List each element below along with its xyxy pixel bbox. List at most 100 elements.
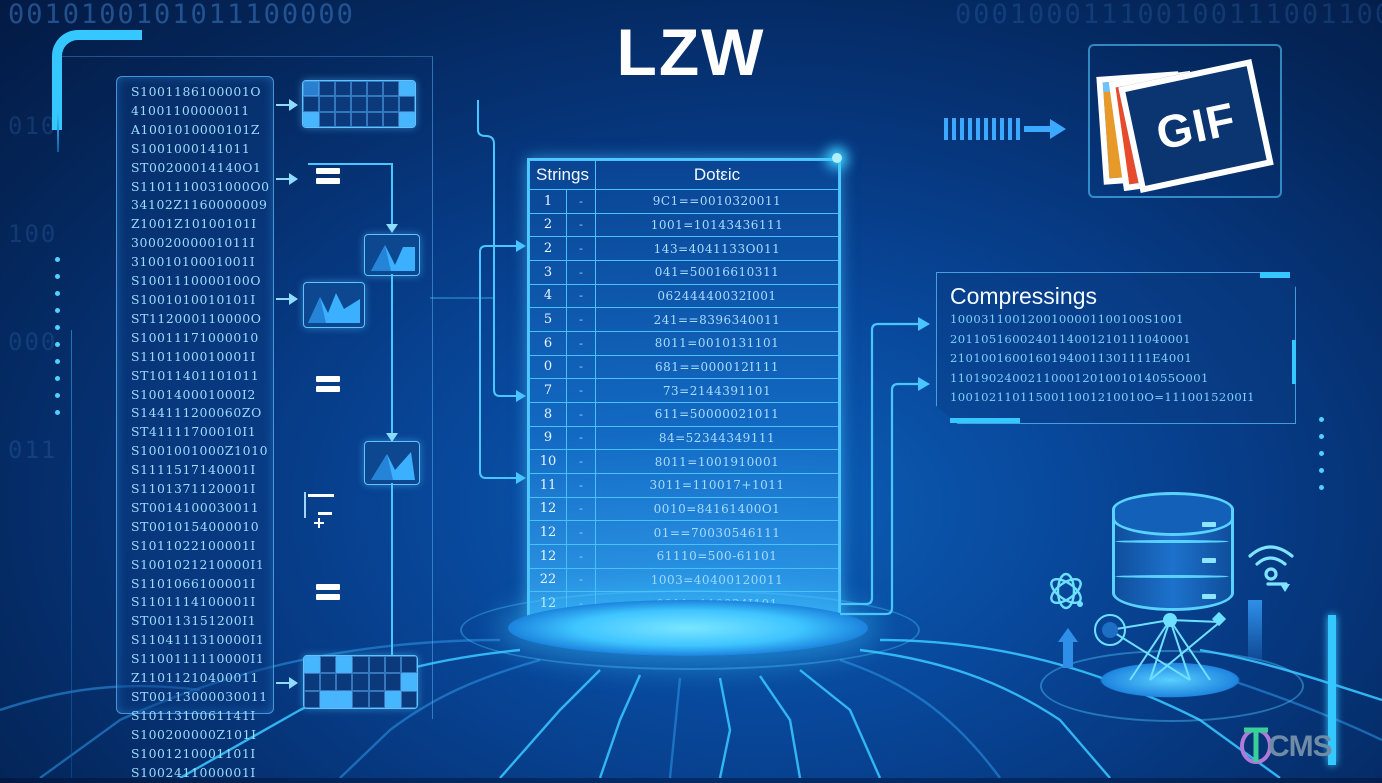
row-separator: - — [566, 378, 596, 403]
input-stream-line: S1001210001101I — [131, 745, 256, 761]
compressed-output-line: 21010016001601940011301111E4001 — [950, 351, 1193, 365]
row-index: 0 — [529, 354, 567, 380]
frame-vertical-line — [71, 330, 72, 778]
platform-ring — [460, 590, 920, 670]
table-row: 2-143=4041133O011 — [529, 236, 839, 261]
input-stream-line: S1001001000Z1010 — [131, 443, 269, 459]
row-index: 4 — [529, 283, 567, 309]
input-stream-line: Z11011210400011 — [131, 670, 259, 686]
row-index: 8 — [529, 401, 567, 427]
row-code-value: 8011=1001910001 — [595, 449, 839, 474]
row-separator: - — [566, 543, 596, 569]
row-index: 6 — [529, 330, 567, 356]
input-stream-line: S100200000Z101I — [131, 726, 257, 742]
arrow-up-shaft — [1063, 642, 1073, 668]
table-row: 22-1003=40400120011 — [529, 567, 839, 593]
compressed-output-panel: Compressings 1000311001200100001100100S1… — [936, 272, 1296, 424]
bg-binary-line: 010 — [8, 112, 58, 140]
signal-bar — [1248, 600, 1262, 660]
compressed-output-heading: Compressings — [950, 283, 1097, 309]
arrow-up-icon — [1058, 628, 1078, 642]
table-row: 6-8011=0010131101 — [529, 330, 839, 356]
input-stream-line: ST0014100030011 — [131, 499, 260, 515]
row-separator: - — [566, 401, 596, 427]
connector-arrows-output — [840, 317, 930, 616]
arrow-right-icon — [276, 99, 298, 111]
arrow-right-icon — [276, 677, 298, 689]
input-stream-line: ST41111700010I1 — [131, 424, 257, 440]
chart-icon — [364, 234, 420, 276]
table-row: 12-0010=84161400O1 — [529, 496, 839, 522]
row-separator: - — [566, 449, 596, 474]
input-stream-line: 34102Z1160000009 — [131, 197, 268, 213]
input-stream-line: S1011310061141I — [131, 707, 256, 723]
row-index: 12 — [529, 520, 567, 545]
gif-label: GIF — [1151, 92, 1241, 160]
row-separator: - — [566, 567, 596, 593]
input-stream-line: S100140001000I2 — [131, 386, 256, 402]
row-code-value: 9C1==0010320011 — [595, 189, 839, 214]
input-stream-line: S1104111310000I1 — [131, 632, 265, 648]
input-stream-line: ST0010154000010 — [131, 518, 260, 534]
row-index: 1 — [529, 189, 567, 214]
input-stream-line: S144111200060ZO — [131, 405, 262, 421]
row-code-value: 143=4041133O011 — [595, 236, 839, 261]
panel-accent — [950, 418, 1020, 423]
input-stream-line: Z1001Z10100101I — [131, 216, 257, 232]
input-stream-line: S1002411000001I — [131, 764, 256, 780]
equals-icon — [316, 584, 340, 590]
input-stream-line: ST00113000030011 — [131, 689, 268, 704]
row-index: 11 — [529, 472, 567, 498]
row-separator: - — [566, 307, 596, 332]
network-nodes-icon — [1094, 611, 1227, 681]
database-top — [1112, 492, 1234, 536]
column-header-strings: Strings — [529, 160, 596, 190]
input-stream-line: S1101114100001I — [131, 594, 256, 610]
input-stream-line: S1101110031000O0 — [131, 178, 270, 194]
input-stream-line: S1001021210000I1 — [131, 556, 265, 572]
input-stream-line: S1100111110000I1 — [131, 651, 265, 667]
table-row: 11-3011=110017+1011 — [529, 472, 839, 498]
row-separator: - — [566, 330, 596, 356]
row-index: 2 — [529, 236, 567, 261]
row-code-value: 0010=84161400O1 — [595, 496, 839, 522]
bg-binary-line: 000 — [8, 328, 58, 356]
frame-vertical-line — [57, 112, 59, 152]
watermark-text: CMS — [1268, 730, 1333, 763]
arrow-right-icon — [276, 173, 298, 185]
right-accent-bar — [1328, 615, 1336, 765]
bracket-plus-icon — [304, 492, 334, 528]
input-stream-line: S10011171000010 — [131, 329, 259, 345]
row-index: 5 — [529, 307, 567, 332]
table-row: 2-1001=10143436111 — [529, 212, 839, 238]
chart-icon — [303, 282, 365, 328]
table-row: 12-01==70030546111 — [529, 520, 839, 545]
flow-connector — [391, 483, 393, 655]
input-stream-line: S1111517140001I — [131, 462, 256, 478]
input-stream-line: 31001010001001I — [131, 254, 256, 270]
input-stream-line: 30002000001011I — [131, 235, 256, 251]
background-binary-left-col: 010 100 000 011 — [8, 36, 57, 504]
chart-icon — [364, 441, 420, 485]
background-binary-top-right: 0001000111001001110011001 1 — [955, 0, 1382, 30]
compressed-output-line: 11019024002110001201001014055O001 — [950, 370, 1209, 385]
input-stream-line: S1101066100001I — [131, 575, 256, 591]
row-code-value: 1001=10143436111 — [595, 212, 839, 238]
table-row: 4-06244440032I001 — [529, 283, 839, 309]
dotted-line-decoration — [55, 245, 60, 427]
input-stream-line: ST1011401101011 — [131, 367, 260, 383]
grid-block-icon — [303, 655, 418, 709]
arrow-down-icon — [386, 380, 398, 442]
arrow-right-icon — [276, 293, 298, 305]
row-code-value: 8011=0010131101 — [595, 330, 839, 356]
row-code-value: 241==8396340011 — [595, 307, 839, 332]
bg-binary-line: 011 — [8, 436, 58, 464]
compressed-output-line: 1000311001200100001100100S1001 — [950, 312, 1184, 326]
input-stream-line: 41001100000011 — [131, 102, 250, 118]
row-index: 7 — [529, 378, 567, 403]
grid-block-icon — [302, 80, 416, 128]
input-stream-line: S1101371120001I — [131, 481, 256, 497]
